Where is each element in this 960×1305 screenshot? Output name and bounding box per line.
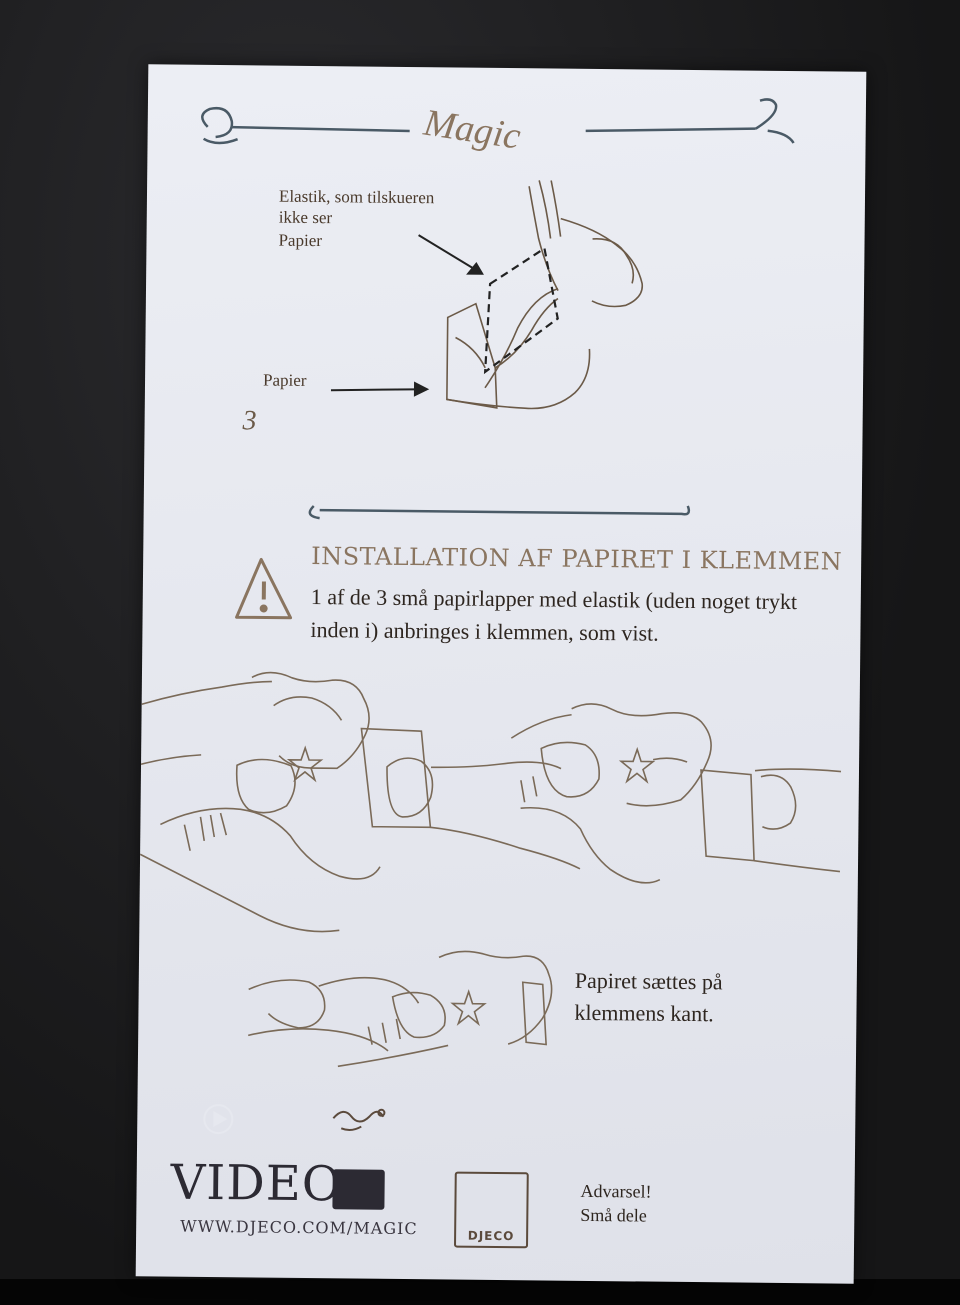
- step-number: 3: [242, 405, 257, 437]
- warning-title: Advarsel!: [580, 1180, 652, 1202]
- bottom-border: [0, 1279, 960, 1305]
- warning-triangle-icon: [235, 557, 293, 620]
- label-paper-top: Papier: [278, 230, 323, 251]
- label-elastic: Elastik, som tilskueren ikke ser: [278, 186, 435, 228]
- caption-text: Papiret sættes på klemmens kant.: [574, 967, 723, 1027]
- instruction-text: 1 af de 3 små papirlapper med elastik (u…: [310, 584, 798, 646]
- warning-text: Små dele: [580, 1205, 647, 1226]
- play-icon: [203, 1104, 234, 1135]
- section-divider: [308, 505, 691, 520]
- label-paper-side: Papier: [262, 370, 307, 390]
- hands-illustration-right: [510, 703, 842, 884]
- djeco-logo-text: DJECO: [467, 1228, 515, 1244]
- video-url[interactable]: WWW.DJECO.COM/MAGIC: [180, 1216, 418, 1239]
- gecko-logo-icon: [332, 1108, 386, 1132]
- card-illustrations: [139, 98, 842, 1135]
- hands-illustration-bottom: [248, 950, 553, 1068]
- elastic-diagram: [446, 180, 644, 410]
- djeco-logo: DJECO: [453, 1171, 529, 1249]
- section-title: INSTALLATION AF PAPIRET I KLEMMEN: [311, 542, 843, 576]
- warning-block: Advarsel! Små dele: [580, 1179, 651, 1228]
- video-title: VIDEO: [170, 1154, 343, 1213]
- diagram-arrows: [330, 234, 484, 397]
- elastic-dashed-outline: [483, 246, 559, 375]
- instruction-card: Magic Elastik, som tilskueren ikke ser P…: [135, 64, 867, 1284]
- video-play-box[interactable]: [332, 1169, 385, 1210]
- header-ornament: [201, 98, 795, 145]
- hands-illustration-left: [139, 671, 581, 933]
